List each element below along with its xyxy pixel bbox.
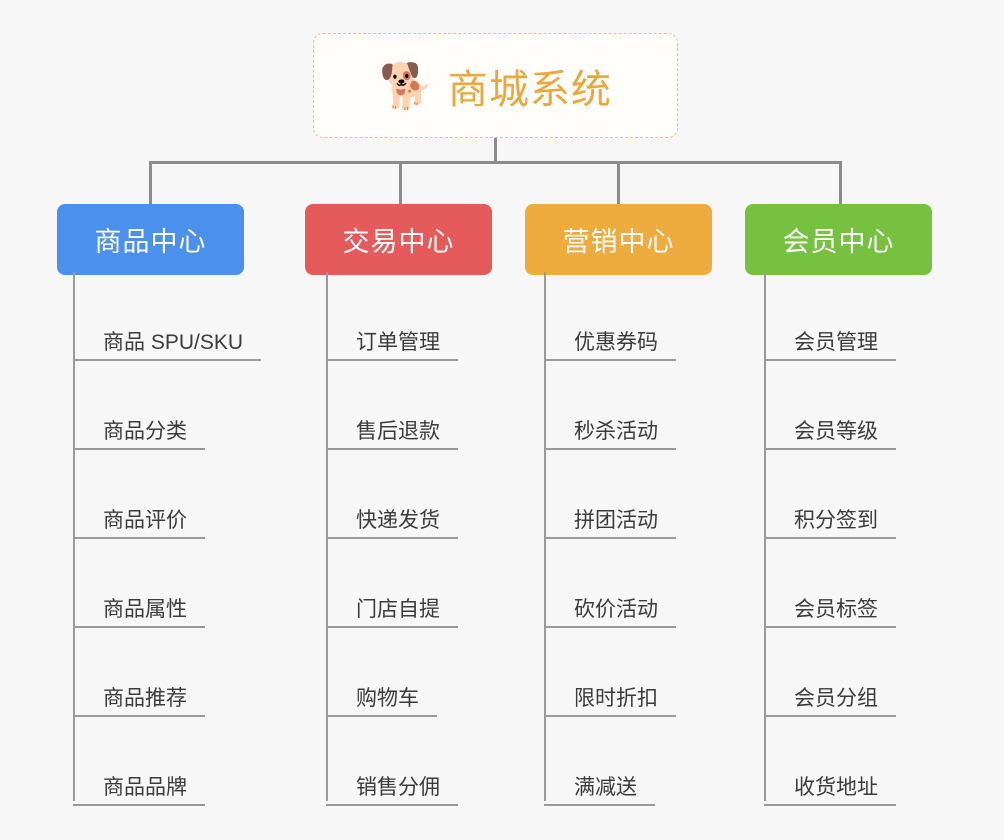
leaf-item-1-0[interactable]: 订单管理: [326, 272, 458, 361]
leaf-underline-1-5: 销售分佣: [326, 776, 458, 806]
leaf-label-2-2: 拼团活动: [574, 508, 658, 532]
root-title: 商城系统: [447, 67, 612, 112]
leaf-underline-2-0: 优惠券码: [544, 331, 676, 361]
leaf-underline-0-4: 商品推荐: [73, 687, 205, 717]
leaf-item-0-2[interactable]: 商品评价: [73, 450, 205, 539]
leaf-trunk-2: [544, 272, 546, 801]
leaf-underline-2-1: 秒杀活动: [544, 420, 676, 450]
leaf-item-2-4[interactable]: 限时折扣: [544, 628, 676, 717]
leaf-item-2-1[interactable]: 秒杀活动: [544, 361, 676, 450]
leaf-item-1-3[interactable]: 门店自提: [326, 539, 458, 628]
leaf-underline-1-1: 售后退款: [326, 420, 458, 450]
leaf-item-1-1[interactable]: 售后退款: [326, 361, 458, 450]
leaf-label-2-0: 优惠券码: [574, 330, 658, 354]
leaf-item-3-4[interactable]: 会员分组: [764, 628, 896, 717]
leaf-underline-2-3: 砍价活动: [544, 598, 676, 628]
leaf-item-0-1[interactable]: 商品分类: [73, 361, 205, 450]
leaf-label-3-0: 会员管理: [794, 330, 878, 354]
leaf-label-1-0: 订单管理: [356, 330, 440, 354]
connector-root-stem: [494, 138, 497, 163]
leaf-underline-2-4: 限时折扣: [544, 687, 676, 717]
leaf-trunk-3: [764, 272, 766, 801]
shiba-dog-icon: 🐕: [379, 61, 434, 111]
leaf-trunk-0: [73, 272, 75, 801]
leaf-item-3-1[interactable]: 会员等级: [764, 361, 896, 450]
leaf-item-1-4[interactable]: 购物车: [326, 628, 437, 717]
leaf-underline-3-1: 会员等级: [764, 420, 896, 450]
branch-box-3[interactable]: 会员中心: [745, 204, 932, 275]
leaf-underline-3-2: 积分签到: [764, 509, 896, 539]
branch-label-1: 交易中心: [342, 227, 455, 257]
connector-drop-3: [617, 161, 620, 204]
leaf-trunk-1: [326, 272, 328, 801]
leaf-underline-3-0: 会员管理: [764, 331, 896, 361]
leaf-underline-0-0: 商品 SPU/SKU: [73, 330, 262, 361]
root-node-shop-system[interactable]: 🐕 商城系统: [313, 33, 678, 138]
leaf-underline-0-2: 商品评价: [73, 509, 205, 539]
leaf-item-1-2[interactable]: 快递发货: [326, 450, 458, 539]
leaf-label-2-1: 秒杀活动: [574, 419, 658, 443]
leaf-item-3-2[interactable]: 积分签到: [764, 450, 896, 539]
branch-label-3: 会员中心: [782, 227, 895, 257]
leaf-label-1-2: 快递发货: [356, 508, 440, 532]
leaf-item-1-5[interactable]: 销售分佣: [326, 717, 458, 806]
leaf-item-0-4[interactable]: 商品推荐: [73, 628, 205, 717]
branch-label-0: 商品中心: [94, 227, 207, 257]
branch-label-2: 营销中心: [562, 227, 675, 257]
connector-drop-2: [399, 161, 402, 204]
leaf-item-2-0[interactable]: 优惠券码: [544, 272, 676, 361]
leaf-label-0-5: 商品品牌: [103, 775, 187, 799]
leaf-label-3-1: 会员等级: [794, 419, 878, 443]
leaf-label-2-5: 满减送: [574, 775, 637, 799]
leaf-underline-1-0: 订单管理: [326, 331, 458, 361]
leaf-underline-2-2: 拼团活动: [544, 509, 676, 539]
leaf-underline-1-4: 购物车: [326, 687, 437, 717]
leaf-underline-3-5: 收货地址: [764, 776, 896, 806]
leaf-item-3-0[interactable]: 会员管理: [764, 272, 896, 361]
leaf-label-1-5: 销售分佣: [356, 775, 440, 799]
leaf-label-3-3: 会员标签: [794, 597, 878, 621]
leaf-label-3-5: 收货地址: [794, 775, 878, 799]
leaf-item-3-3[interactable]: 会员标签: [764, 539, 896, 628]
leaf-label-3-4: 会员分组: [794, 686, 878, 710]
leaf-item-0-5[interactable]: 商品品牌: [73, 717, 205, 806]
leaf-item-0-0[interactable]: 商品 SPU/SKU: [73, 272, 262, 361]
branch-box-2[interactable]: 营销中心: [525, 204, 712, 275]
leaf-label-2-4: 限时折扣: [574, 686, 658, 710]
leaf-label-2-3: 砍价活动: [574, 597, 658, 621]
leaf-label-0-4: 商品推荐: [103, 686, 187, 710]
leaf-label-0-0: 商品 SPU/SKU: [103, 330, 244, 354]
leaf-label-3-2: 积分签到: [794, 508, 878, 532]
branch-box-1[interactable]: 交易中心: [305, 204, 492, 275]
leaf-underline-0-3: 商品属性: [73, 598, 205, 628]
leaf-label-0-1: 商品分类: [103, 419, 187, 443]
leaf-item-3-5[interactable]: 收货地址: [764, 717, 896, 806]
connector-horizontal-bus: [149, 161, 842, 164]
leaf-underline-1-2: 快递发货: [326, 509, 458, 539]
leaf-item-2-2[interactable]: 拼团活动: [544, 450, 676, 539]
leaf-item-2-3[interactable]: 砍价活动: [544, 539, 676, 628]
leaf-label-0-2: 商品评价: [103, 508, 187, 532]
branch-box-0[interactable]: 商品中心: [57, 204, 244, 275]
leaf-item-2-5[interactable]: 满减送: [544, 717, 655, 806]
leaf-underline-0-5: 商品品牌: [73, 776, 205, 806]
connector-drop-4: [839, 161, 842, 204]
leaf-underline-1-3: 门店自提: [326, 598, 458, 628]
leaf-label-1-4: 购物车: [356, 686, 419, 710]
leaf-underline-2-5: 满减送: [544, 776, 655, 806]
leaf-label-1-1: 售后退款: [356, 419, 440, 443]
leaf-underline-3-4: 会员分组: [764, 687, 896, 717]
connector-drop-1: [149, 161, 152, 204]
leaf-underline-0-1: 商品分类: [73, 420, 205, 450]
leaf-underline-3-3: 会员标签: [764, 598, 896, 628]
leaf-label-0-3: 商品属性: [103, 597, 187, 621]
leaf-label-1-3: 门店自提: [356, 597, 440, 621]
leaf-item-0-3[interactable]: 商品属性: [73, 539, 205, 628]
